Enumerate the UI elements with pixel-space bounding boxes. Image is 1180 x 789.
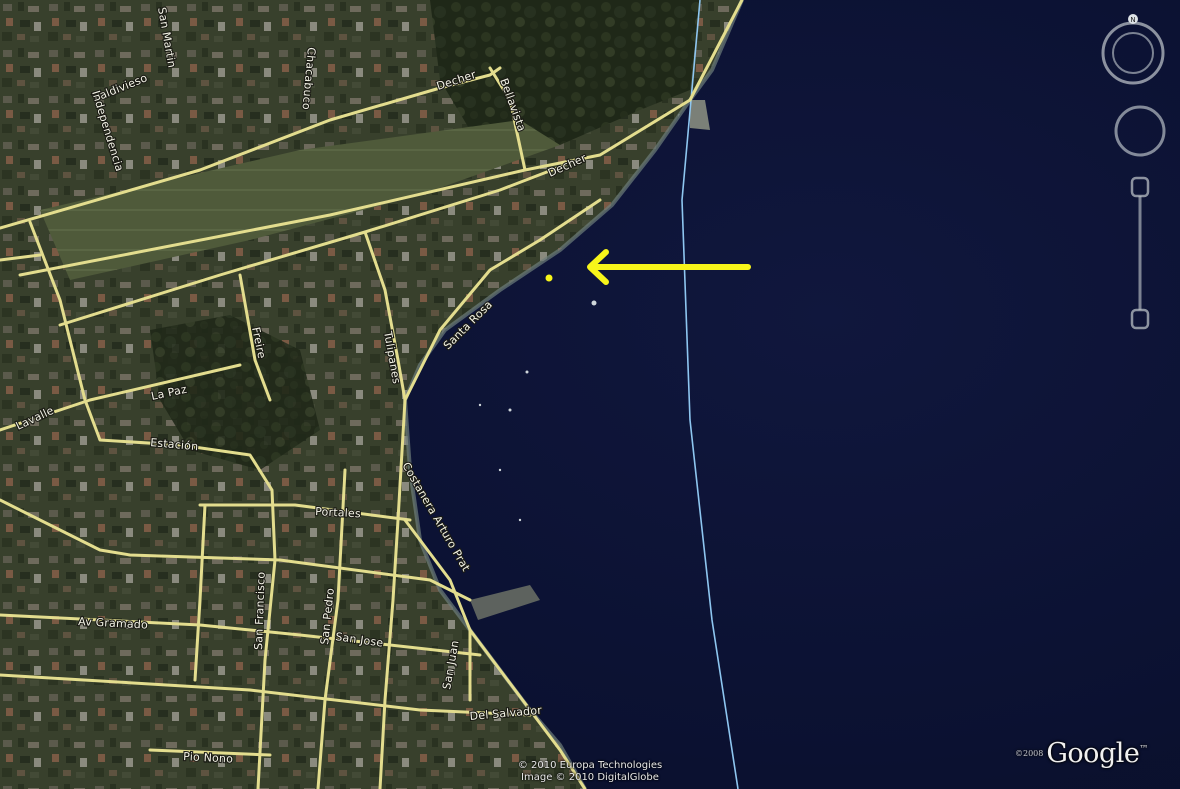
pier bbox=[470, 585, 540, 620]
logo-tm: ™ bbox=[1139, 744, 1149, 755]
logo-copyright: ©2008 bbox=[1015, 749, 1044, 758]
forest-area-south bbox=[150, 315, 320, 470]
logo-wordmark: Google bbox=[1046, 738, 1140, 769]
rail-field bbox=[40, 120, 560, 280]
forest-area bbox=[430, 0, 700, 150]
boundary-line bbox=[681, 0, 739, 789]
street-label-pio-nono: Pio Nono bbox=[183, 750, 234, 766]
street-label-estacion: Estación bbox=[150, 436, 199, 453]
street-label-portales: Portales bbox=[315, 505, 361, 520]
marker-point[interactable] bbox=[545, 274, 553, 282]
attribution-line-1: © 2010 Europa Technologies bbox=[517, 760, 663, 771]
breakwater bbox=[690, 100, 710, 130]
yellow-arrow-icon bbox=[587, 249, 751, 285]
boats bbox=[478, 300, 597, 522]
north-indicator: N bbox=[1130, 16, 1135, 24]
zoom-slider-icon bbox=[1130, 176, 1150, 330]
street-label-san-francisco: San Francisco bbox=[252, 571, 268, 650]
move-ring-icon bbox=[1114, 105, 1166, 157]
street-label-del-salvador: Del Salvador bbox=[469, 704, 543, 723]
zoom-slider[interactable] bbox=[1126, 176, 1154, 332]
street-label-av-gramado: Av Gramado bbox=[78, 615, 148, 632]
road-network bbox=[0, 0, 744, 789]
look-ring-control[interactable]: N bbox=[1101, 7, 1165, 87]
look-ring-icon: N bbox=[1101, 14, 1165, 85]
imagery-attribution: © 2010 Europa Technologies Image © 2010 … bbox=[490, 760, 690, 784]
move-ring-control[interactable] bbox=[1112, 103, 1168, 159]
attribution-line-2: Image © 2010 DigitalGlobe bbox=[521, 772, 659, 783]
